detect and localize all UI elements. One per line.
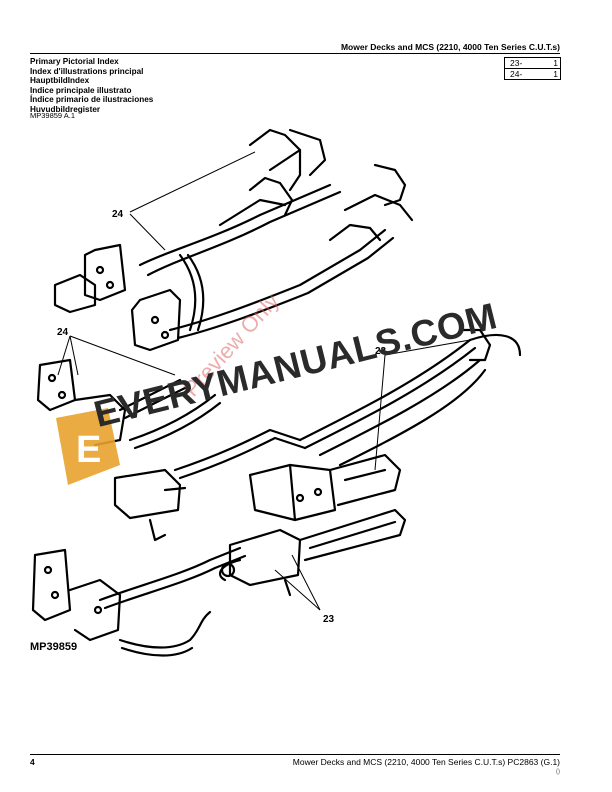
- index-title-sv: Huvudbildregister: [30, 104, 101, 114]
- reference-page: 1: [553, 69, 558, 79]
- footer-text: Mower Decks and MCS (2210, 4000 Ten Seri…: [292, 757, 560, 767]
- header-rule: [30, 53, 560, 54]
- reference-box: 23- 1 24- 1: [504, 57, 561, 80]
- reference-code: 23-: [510, 58, 523, 68]
- index-title-fr: Index d'illustrations principal: [30, 66, 144, 76]
- figure-code: MP39859 A.1: [30, 111, 76, 120]
- index-titles: Primary Pictorial Index Index d'illustra…: [30, 57, 153, 115]
- footer-small-text: (): [556, 769, 560, 775]
- callout-24-upper: 24: [112, 209, 124, 220]
- index-title-de: HauptbildIndex: [30, 76, 90, 86]
- figure-label: MP39859: [30, 641, 78, 653]
- index-title-it: Indice principale illustrato: [30, 85, 132, 95]
- callout-23-lower: 23: [323, 614, 335, 625]
- reference-row[interactable]: 23- 1: [505, 58, 560, 68]
- index-title-en: Primary Pictorial Index: [30, 57, 119, 66]
- index-title-es: Índice primario de ilustraciones: [30, 95, 154, 105]
- watermark-logo-letter: E: [76, 429, 101, 471]
- footer-rule: [30, 754, 560, 755]
- page-number: 4: [30, 757, 35, 767]
- reference-row[interactable]: 24- 1: [505, 68, 560, 79]
- page-header-title: Mower Decks and MCS (2210, 4000 Ten Seri…: [340, 42, 560, 52]
- callout-23-right: 23: [375, 346, 387, 357]
- callout-24-middle: 24: [57, 327, 69, 338]
- reference-code: 24-: [510, 69, 523, 79]
- reference-page: 1: [553, 58, 558, 68]
